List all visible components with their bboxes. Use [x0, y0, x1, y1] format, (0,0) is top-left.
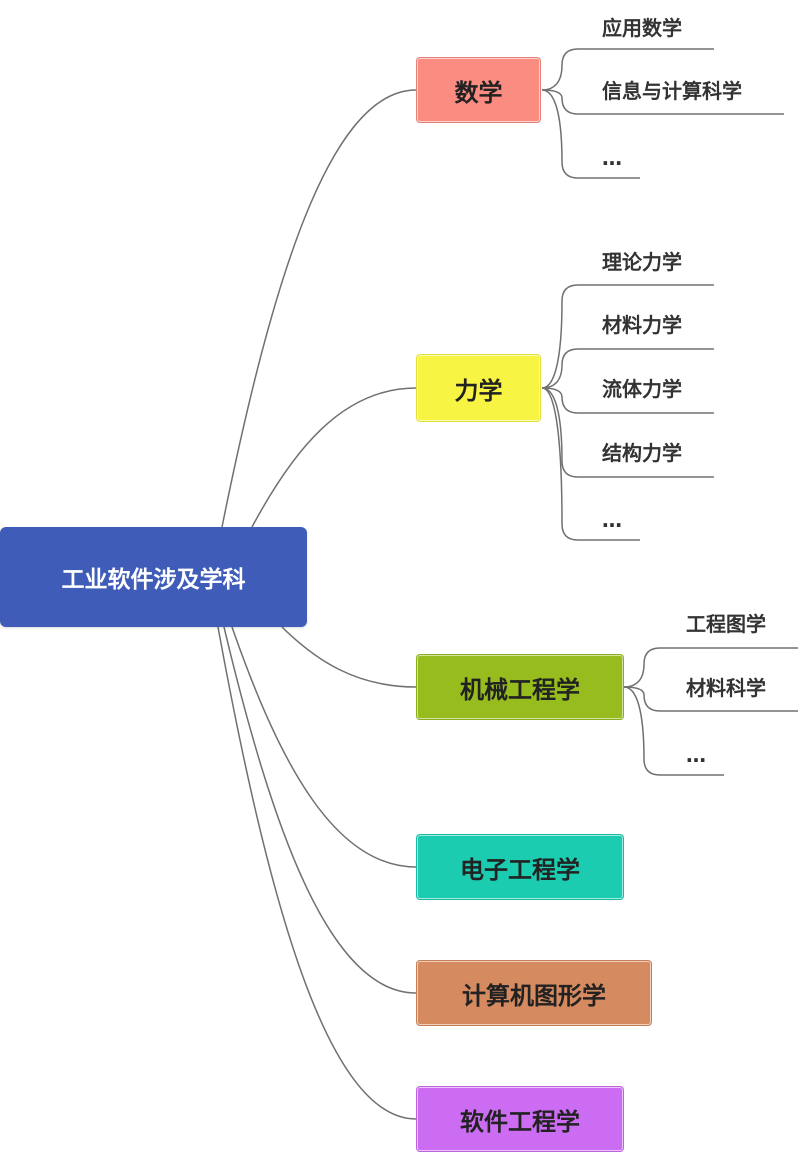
- leaf-node[interactable]: …: [602, 508, 622, 532]
- root-connector: [231, 626, 417, 868]
- leaf-connector: [541, 89, 640, 179]
- leaf-node[interactable]: 材料力学: [602, 313, 682, 337]
- branch-label: 力学: [454, 376, 503, 405]
- root-connector: [217, 626, 417, 1120]
- leaf-connector: [623, 686, 724, 776]
- leaf-connector: [541, 387, 714, 414]
- branch-label: 电子工程学: [460, 855, 580, 884]
- branch-node-math[interactable]: 数学: [416, 57, 541, 123]
- leaf-node[interactable]: 应用数学: [602, 16, 682, 40]
- branch-node-computer-graphics[interactable]: 计算机图形学: [416, 960, 652, 1026]
- root-label: 工业软件涉及学科: [61, 567, 246, 593]
- leaf-connector: [623, 647, 798, 688]
- leaf-node[interactable]: 材料科学: [686, 676, 766, 700]
- leaf-connector: [623, 686, 798, 712]
- leaf-connector: [541, 48, 714, 91]
- branch-node-mechanics[interactable]: 力学: [416, 354, 541, 422]
- leaf-node[interactable]: 结构力学: [602, 441, 682, 465]
- root-node[interactable]: 工业软件涉及学科: [0, 527, 307, 627]
- leaf-node[interactable]: …: [686, 743, 706, 767]
- branch-label: 计算机图形学: [462, 981, 606, 1010]
- root-connector: [251, 387, 417, 528]
- leaf-node[interactable]: 信息与计算科学: [602, 79, 742, 103]
- root-connector: [223, 626, 417, 994]
- branch-node-electronic-engineering[interactable]: 电子工程学: [416, 834, 624, 900]
- leaf-node[interactable]: 工程图学: [686, 612, 766, 636]
- root-connector: [281, 626, 417, 688]
- branch-label: 软件工程学: [460, 1107, 580, 1136]
- branch-label: 机械工程学: [460, 675, 580, 704]
- leaf-node[interactable]: …: [602, 146, 622, 170]
- leaf-connector: [541, 348, 714, 389]
- leaf-node[interactable]: 理论力学: [602, 250, 682, 274]
- branch-label: 数学: [454, 78, 503, 107]
- leaf-node[interactable]: 流体力学: [602, 377, 682, 401]
- branch-node-mechanical-engineering[interactable]: 机械工程学: [416, 654, 624, 720]
- leaf-connector: [541, 284, 714, 389]
- leaf-connector: [541, 387, 714, 478]
- branch-node-software-engineering[interactable]: 软件工程学: [416, 1086, 624, 1152]
- leaf-connector: [541, 89, 784, 115]
- root-connector: [221, 89, 417, 528]
- leaf-connector: [541, 387, 640, 541]
